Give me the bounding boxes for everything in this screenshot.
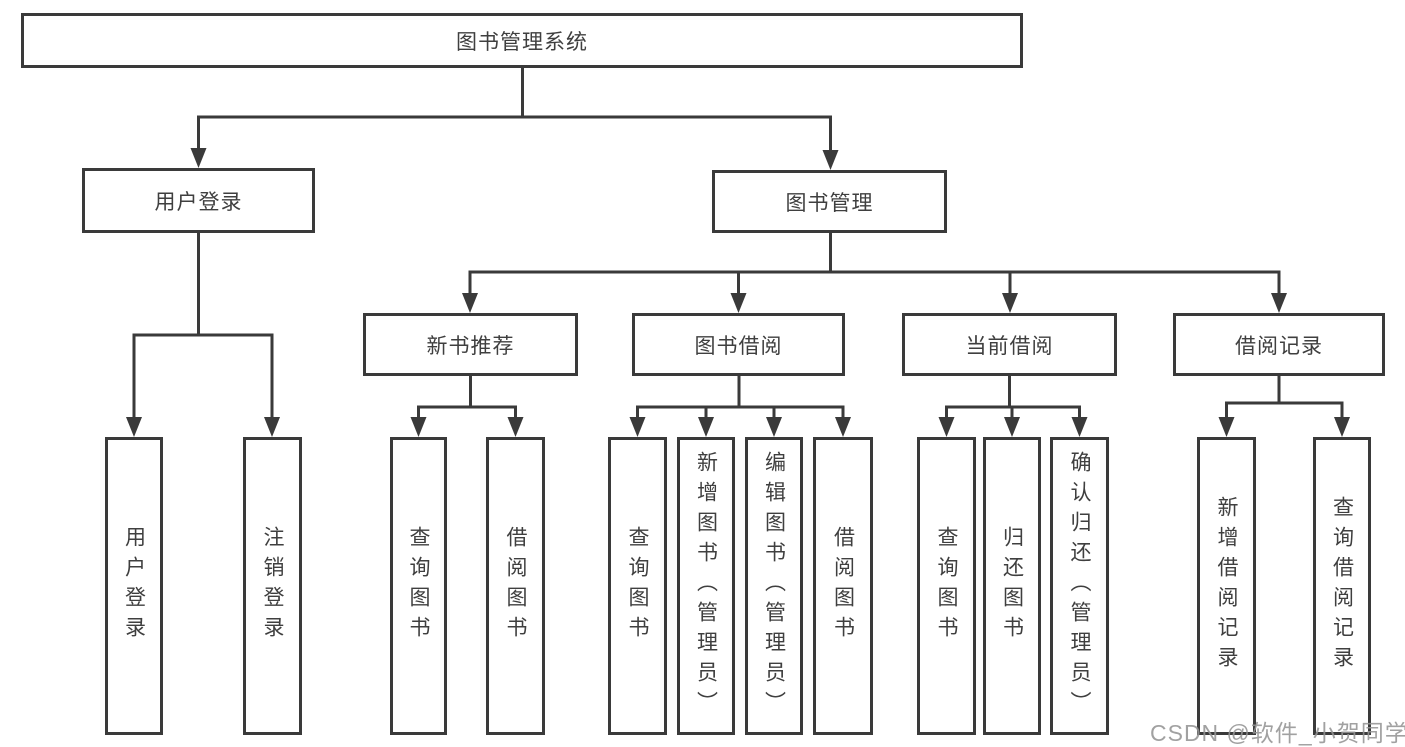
leaf-edit-books-admin: 编辑图书（管理员） xyxy=(745,437,803,735)
connector-root-to-level2 xyxy=(197,66,832,153)
node-book-borrowing: 图书借阅 xyxy=(632,313,845,376)
leaf-query-books-3: 查询图书 xyxy=(917,437,976,735)
node-label: 借阅记录 xyxy=(1235,334,1323,358)
node-label: 用户登录 xyxy=(122,526,146,646)
node-label: 查询图书 xyxy=(407,526,430,646)
arrowheads xyxy=(126,148,1350,437)
node-label: 用户登录 xyxy=(154,190,243,214)
node-user-login: 用户登录 xyxy=(82,168,315,233)
node-label: 查询借阅记录 xyxy=(1330,496,1354,676)
node-label: 查询图书 xyxy=(935,526,958,646)
node-new-book-recommendation: 新书推荐 xyxy=(363,313,578,376)
leaf-return-books: 归还图书 xyxy=(983,437,1041,735)
node-label: 归还图书 xyxy=(1000,526,1024,646)
node-label: 借阅图书 xyxy=(504,526,527,646)
leaf-user-login: 用户登录 xyxy=(105,437,163,735)
connector-bookborrow-to-children xyxy=(636,374,845,420)
node-label: 新增图书（管理员） xyxy=(694,451,718,721)
node-label: 图书借阅 xyxy=(694,334,783,358)
leaf-query-books-2: 查询图书 xyxy=(608,437,667,735)
connector-userlogin-to-children xyxy=(132,231,274,420)
node-current-borrowing: 当前借阅 xyxy=(902,313,1117,376)
leaf-query-borrow-record: 查询借阅记录 xyxy=(1313,437,1371,735)
connector-currentborrow-to-children xyxy=(945,374,1081,420)
node-label: 新书推荐 xyxy=(426,334,515,358)
node-label: 借阅图书 xyxy=(831,526,855,646)
node-label: 查询图书 xyxy=(626,526,649,646)
leaf-logout: 注销登录 xyxy=(243,437,302,735)
leaf-query-books-1: 查询图书 xyxy=(390,437,447,735)
connector-borrowrecords-to-children xyxy=(1225,374,1344,420)
node-borrowing-records: 借阅记录 xyxy=(1173,313,1385,376)
node-library-management-system: 图书管理系统 xyxy=(21,13,1023,68)
node-label: 编辑图书（管理员） xyxy=(762,451,786,721)
connector-newbookrec-to-children xyxy=(417,374,517,420)
leaf-borrow-books-1: 借阅图书 xyxy=(486,437,545,735)
node-label: 注销登录 xyxy=(261,526,284,646)
node-label: 当前借阅 xyxy=(965,334,1054,358)
leaf-add-borrow-record: 新增借阅记录 xyxy=(1197,437,1256,735)
node-label: 图书管理系统 xyxy=(456,30,588,54)
connector-bookmgmt-to-level3 xyxy=(468,231,1281,296)
csdn-watermark: CSDN @软件_小贺同学 xyxy=(1150,720,1405,746)
node-label: 确认归还（管理员） xyxy=(1068,451,1091,721)
node-label: 图书管理 xyxy=(785,191,874,215)
leaf-add-books-admin: 新增图书（管理员） xyxy=(677,437,735,735)
node-book-management: 图书管理 xyxy=(712,170,947,233)
leaf-confirm-return-admin: 确认归还（管理员） xyxy=(1050,437,1109,735)
leaf-borrow-books-2: 借阅图书 xyxy=(813,437,873,735)
node-label: 新增借阅记录 xyxy=(1215,496,1238,676)
